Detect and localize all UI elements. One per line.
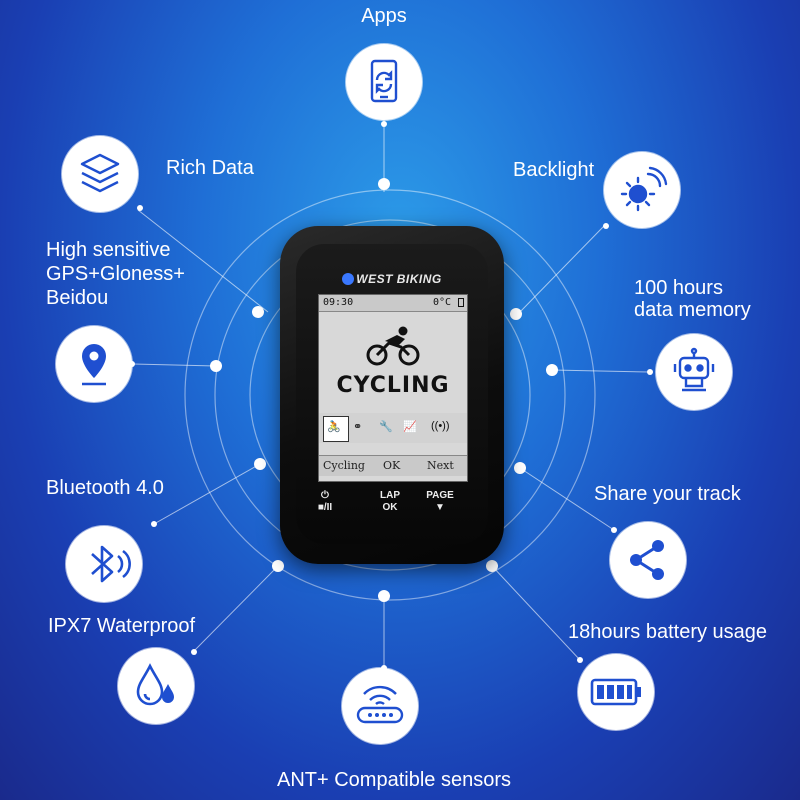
ant-label: ANT+ Compatible sensors <box>277 769 511 791</box>
power-sub: ■/II <box>317 502 333 513</box>
robot-icon <box>656 334 732 410</box>
battery-icon <box>578 654 654 730</box>
page-label: PAGE <box>426 490 454 501</box>
sun-icon <box>604 152 680 228</box>
memory-label-line2: data memory <box>634 299 751 321</box>
brand-logo: WEST BIKING <box>280 272 504 286</box>
page-button[interactable]: PAGE▼ <box>420 490 460 514</box>
power-button[interactable]: ⏻■/II <box>310 490 340 514</box>
status-bar: 09:30 0°C <box>319 295 467 312</box>
softkey-right[interactable]: Next <box>427 459 454 472</box>
share-icon <box>610 522 686 598</box>
clock-time: 09:30 <box>323 297 354 308</box>
power-icon: ⏻ <box>321 490 329 501</box>
cyclist-icon <box>366 326 420 366</box>
softkey-middle[interactable]: OK <box>383 459 401 472</box>
cyclist-mode-icon: 🚴 <box>327 421 341 433</box>
device-screen: 09:30 0°C CYCLING 🚴 ⚭ 🔧 📈 ((•)) Cycling … <box>318 294 468 482</box>
page-arrow-icon: ▼ <box>435 502 445 513</box>
bluetooth-label: Bluetooth 4.0 <box>46 477 164 499</box>
mode-cycling-selected[interactable] <box>323 416 349 442</box>
backlight-label: Backlight <box>513 159 595 181</box>
rich-data-label: Rich Data <box>166 157 254 179</box>
memory-label-line1: 100 hours <box>634 277 723 299</box>
battery-status-icon <box>458 298 464 307</box>
ok-label: OK <box>382 502 398 513</box>
wrench-icon: 🔧 <box>379 421 393 433</box>
location-pin-icon <box>56 326 132 402</box>
lap-label: LAP <box>380 490 400 501</box>
softkey-left[interactable]: Cycling <box>323 459 365 472</box>
router-icon <box>342 668 418 744</box>
gps-label-line1: High sensitive <box>46 239 171 261</box>
layers-icon <box>62 136 138 212</box>
bike-computer: WEST BIKING 09:30 0°C CYCLING 🚴 ⚭ 🔧 📈 ((… <box>280 226 504 564</box>
brand-icon <box>342 273 355 285</box>
softkey-bar: Cycling OK Next <box>319 455 467 476</box>
gps-label-line3: Beidou <box>46 287 109 309</box>
share-label: Share your track <box>594 483 741 505</box>
chart-up-icon: 📈 <box>403 421 417 433</box>
brand-name: WEST BIKING <box>356 272 442 286</box>
waterproof-label: IPX7 Waterproof <box>48 615 196 637</box>
signal-icon: ((•)) <box>431 420 450 432</box>
battery-label: 18hours battery usage <box>568 621 768 643</box>
mode-selector: 🚴 ⚭ 🔧 📈 ((•)) <box>319 413 467 443</box>
bluetooth-icon <box>66 526 142 602</box>
phone-sync-icon <box>346 44 422 120</box>
gps-label-line2: GPS+Gloness+ <box>46 263 185 285</box>
water-drops-icon <box>118 648 194 724</box>
apps-label: Apps <box>361 5 407 27</box>
temperature: 0°C <box>432 297 451 308</box>
bike-mode-icon: ⚭ <box>353 421 363 433</box>
mode-title: CYCLING <box>336 373 450 398</box>
